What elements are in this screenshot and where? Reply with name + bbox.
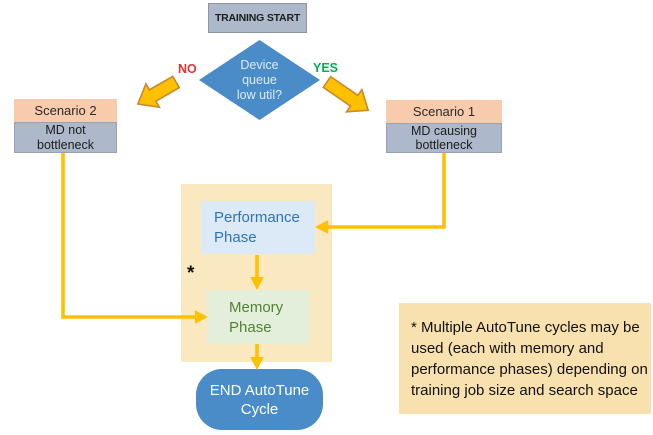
footnote-line: training job size and search space [411,381,638,399]
no-branch-label: NO [178,62,197,76]
scenario2-title: Scenario 2 [14,99,117,122]
decision-label-line: low util? [236,88,283,102]
scenario2-body: MD not bottleneck [14,122,117,153]
yes-branch-label: YES [313,61,339,75]
decision-label-line: queue [242,73,277,87]
scenario1-title: Scenario 1 [386,100,502,123]
yes-branch-block-arrow [322,75,370,113]
scenario1-node: Scenario 1 MD causing bottleneck [386,100,502,153]
footnote-line: used (each with memory and [411,339,604,357]
scenario2-body-text: MD not bottleneck [37,123,94,152]
connector-scenario2-memory [61,153,195,319]
performance-phase-node: Performance Phase [201,201,315,254]
connector-scenario1-performance [327,153,446,229]
footnote-box: * Multiple AutoTune cycles may be used (… [399,303,651,414]
memory-phase-node: Memory Phase [207,290,309,344]
scenario1-body-text: MD causing bottleneck [411,123,477,153]
training-start-node: TRAINING START [208,3,307,33]
footnote-line: performance phases) depending on [411,360,648,378]
scenario1-body: MD causing bottleneck [386,123,502,153]
decision-label-line: Device [240,58,279,72]
footnote-line: * Multiple AutoTune cycles may be [411,318,640,336]
decision-label: Device queue low util? [227,58,292,103]
end-autotune-node: END AutoTune Cycle [196,369,323,430]
scenario2-node: Scenario 2 MD not bottleneck [14,99,117,153]
footnote-asterisk: * [187,263,195,284]
no-branch-block-arrow [136,75,181,109]
